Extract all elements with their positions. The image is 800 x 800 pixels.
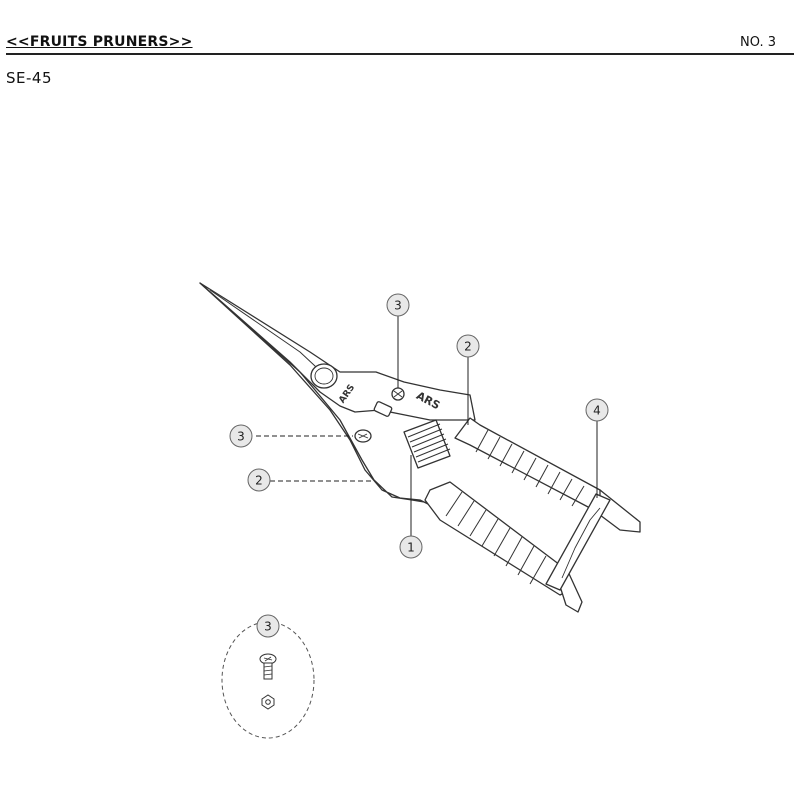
pruner-illustration: ARS ARS (199, 282, 641, 613)
callout-lower-handle: 2 (247, 468, 271, 492)
callout-lock: 4 (585, 398, 609, 422)
svg-text:2: 2 (464, 340, 472, 354)
svg-text:1: 1 (407, 541, 415, 555)
screw-detail: 3 (221, 614, 315, 739)
detail-screw-icon (259, 653, 277, 680)
svg-text:4: 4 (593, 404, 601, 418)
callout-spring: 1 (399, 535, 423, 559)
leader-lines (256, 313, 598, 537)
callout-screw-top: 3 (386, 293, 410, 317)
model-number: SE-45 (6, 69, 52, 87)
detail-nut-icon (261, 694, 275, 710)
spring (403, 419, 451, 469)
callout-screw-left: 3 (229, 424, 253, 448)
detail-outline (221, 621, 315, 739)
page-header: <<FRUITS PRUNERS>> NO. 3 (6, 33, 794, 55)
svg-text:3: 3 (264, 620, 272, 634)
callout-upper-handle: 2 (456, 334, 480, 358)
catalog-title: <<FRUITS PRUNERS>> (6, 34, 193, 50)
upper-blade (199, 282, 476, 421)
upper-handle (454, 417, 611, 509)
lower-handle (424, 481, 571, 596)
svg-text:2: 2 (255, 474, 263, 488)
page-number: NO. 3 (740, 35, 776, 50)
svg-text:3: 3 (237, 430, 245, 444)
svg-text:3: 3 (394, 299, 402, 313)
callout-bubbles: 3 2 3 2 4 1 (229, 293, 609, 559)
